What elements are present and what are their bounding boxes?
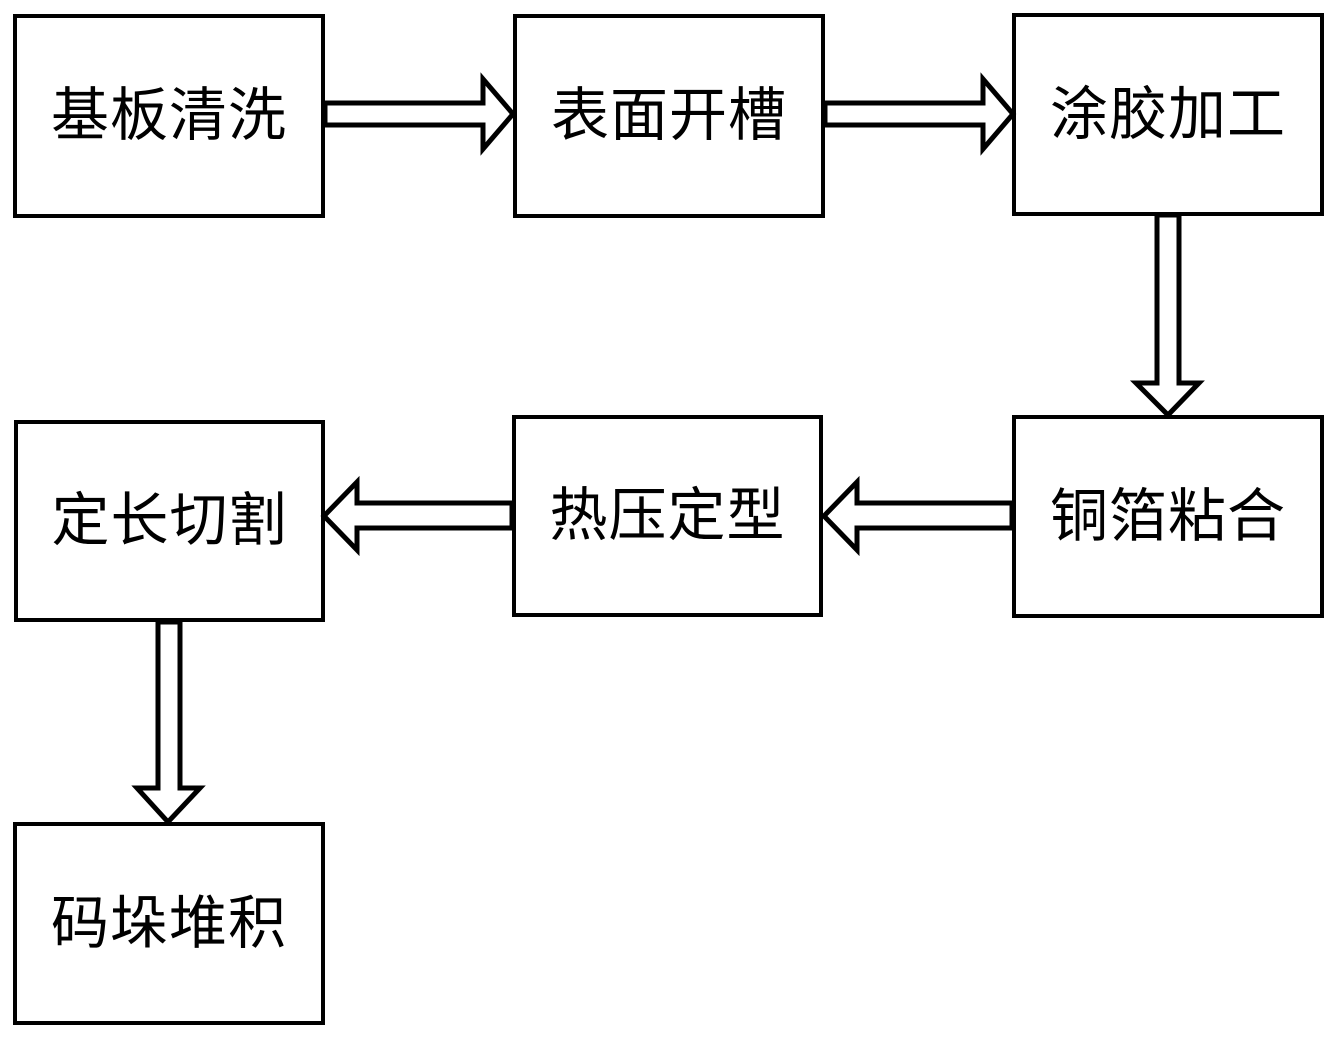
arrow-right-icon [322,72,517,156]
arrow-left-icon [820,475,1015,557]
arrow-right-icon [822,72,1017,156]
node-surface-grooving-label: 表面开槽 [550,83,787,148]
node-copper-foil-bonding: 铜箔粘合 [1012,415,1324,618]
arrow-down-icon [1129,212,1205,419]
node-glue-coating-label: 涂胶加工 [1049,81,1286,147]
node-palletizing-stacking: 码垛堆积 [13,822,325,1025]
node-substrate-cleaning: 基板清洗 [13,14,325,218]
node-fixed-length-cutting-label: 定长切割 [51,488,288,553]
node-glue-coating: 涂胶加工 [1012,13,1324,216]
node-hot-press-forming-label: 热压定型 [549,483,786,548]
node-hot-press-forming: 热压定型 [512,415,823,617]
node-substrate-cleaning-label: 基板清洗 [50,83,287,148]
node-palletizing-stacking-label: 码垛堆积 [50,890,287,956]
node-surface-grooving: 表面开槽 [513,14,825,218]
node-fixed-length-cutting: 定长切割 [14,420,325,622]
arrow-left-icon [320,475,515,557]
node-copper-foil-bonding-label: 铜箔粘合 [1049,483,1286,549]
arrow-down-icon [131,619,206,826]
